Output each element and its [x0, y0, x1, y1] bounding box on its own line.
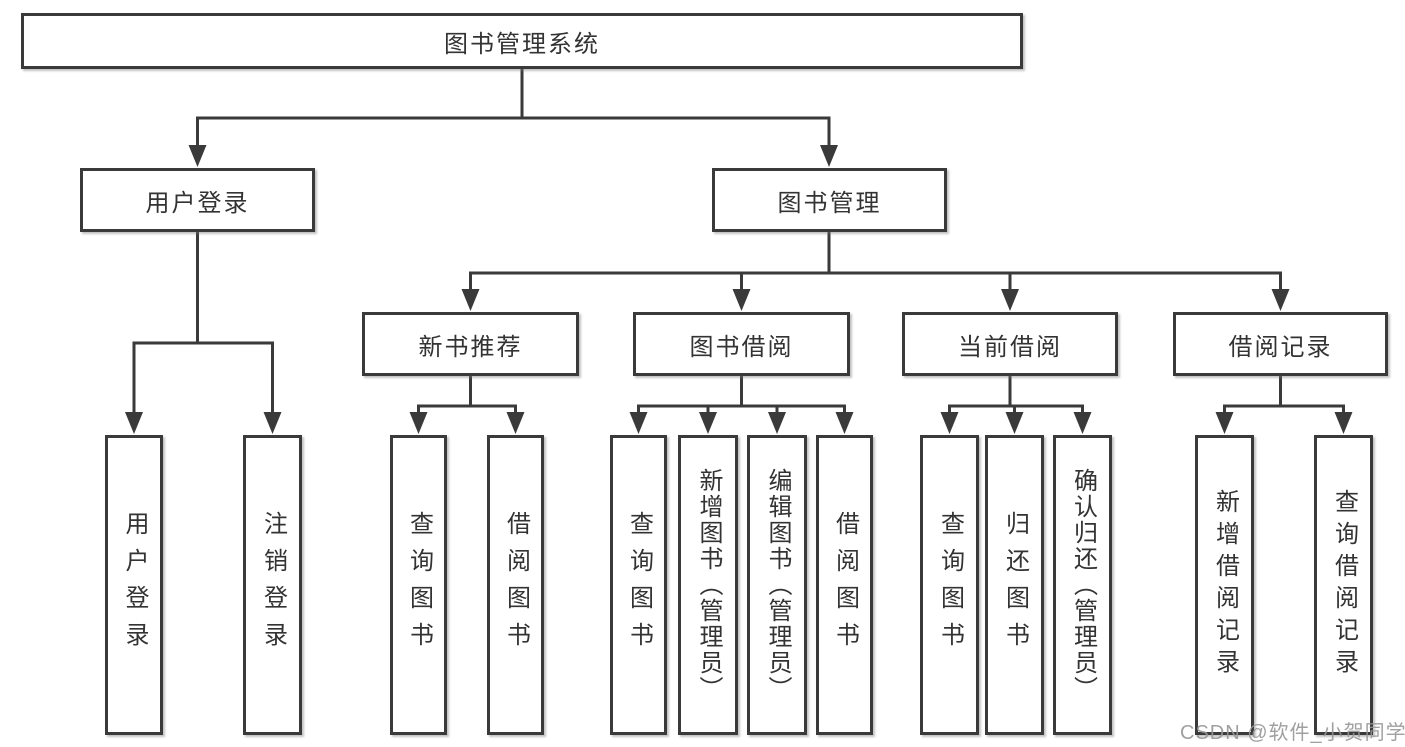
node-user-login: 用户登录: [80, 168, 315, 232]
node-book-system-label: 图书管理系统: [444, 30, 600, 58]
node-add-books-admin: 新增图书（管理员）: [678, 435, 738, 735]
node-new-book-recommend-label: 新书推荐: [418, 333, 523, 361]
node-add-borrow-record-label: 新增借阅记录: [1211, 489, 1239, 681]
node-user-login-action: 用户登录: [105, 435, 163, 735]
node-book-management-label: 图书管理: [777, 189, 882, 217]
node-edit-books-admin-label: 编辑图书（管理员）: [764, 468, 791, 702]
node-add-books-admin-label: 新增图书（管理员）: [695, 468, 722, 702]
arrowhead-icons: [125, 145, 1353, 434]
node-confirm-return-admin-label: 确认归还（管理员）: [1069, 468, 1097, 702]
node-user-login-action-label: 用户登录: [121, 511, 148, 659]
node-query-books-recommend-label: 查询图书: [405, 511, 433, 659]
node-book-system: 图书管理系统: [21, 13, 1023, 69]
node-borrow-books-borrowing-label: 借阅图书: [831, 511, 859, 659]
node-query-borrow-record: 查询借阅记录: [1314, 435, 1373, 735]
node-query-books-current: 查询图书: [920, 435, 979, 735]
node-new-book-recommend: 新书推荐: [362, 312, 579, 376]
csdn-watermark: CSDN @软件_小贺同学: [1180, 722, 1405, 744]
node-current-borrowing-label: 当前借阅: [958, 333, 1062, 361]
node-query-books-current-label: 查询图书: [936, 511, 964, 659]
node-query-books-borrowing-label: 查询图书: [625, 511, 653, 659]
node-logout-action-label: 注销登录: [259, 511, 287, 659]
node-book-borrowing: 图书借阅: [633, 312, 850, 376]
node-borrowing-records-label: 借阅记录: [1228, 333, 1333, 361]
node-edit-books-admin: 编辑图书（管理员）: [747, 435, 807, 735]
node-return-books-label: 归还图书: [1001, 511, 1029, 659]
node-book-management: 图书管理: [712, 168, 947, 232]
node-borrow-books-recommend-label: 借阅图书: [502, 511, 530, 659]
node-confirm-return-admin: 确认归还（管理员）: [1053, 435, 1112, 735]
node-current-borrowing: 当前借阅: [902, 312, 1118, 376]
node-query-books-recommend: 查询图书: [390, 435, 447, 735]
node-query-borrow-record-label: 查询借阅记录: [1330, 489, 1358, 681]
node-query-books-borrowing: 查询图书: [610, 435, 667, 735]
node-user-login-label: 用户登录: [145, 189, 250, 217]
node-borrow-books-borrowing: 借阅图书: [816, 435, 873, 735]
node-return-books: 归还图书: [985, 435, 1044, 735]
node-logout-action: 注销登录: [243, 435, 302, 735]
node-borrowing-records: 借阅记录: [1173, 312, 1388, 376]
node-add-borrow-record: 新增借阅记录: [1195, 435, 1254, 735]
node-book-borrowing-label: 图书借阅: [689, 333, 794, 361]
node-borrow-books-recommend: 借阅图书: [487, 435, 544, 735]
